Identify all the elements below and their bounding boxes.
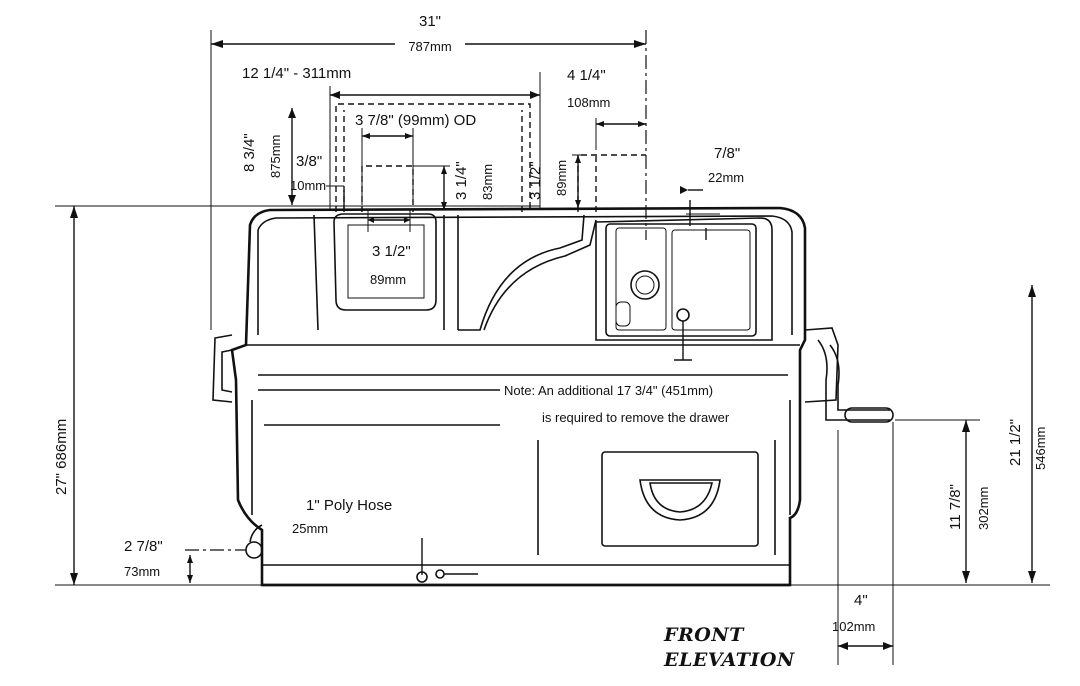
height-875-in: 8 3/4" [241,133,258,172]
dimension-lines [55,30,1050,665]
dimension-labels: 31" 787mm 12 1/4" - 311mm 3 7/8" (99mm) … [53,13,1048,634]
title-line-2: ELEVATION [663,649,795,671]
note-line-1: Note: An additional 17 3/4" (451mm) [504,383,713,398]
dim-3-8-mm: 10mm [290,178,326,193]
vent-in: 7/8" [714,145,740,162]
hose-height-in: 2 7/8" [124,538,163,555]
crank-depth-in: 4" [854,592,868,609]
height-875-mm: 875mm [268,135,283,178]
dim-3-1-4-mm: 83mm [480,164,495,200]
opening-mm: 89mm [370,272,406,287]
crank-low-in: 11 7/8" [947,484,964,530]
dim-3-1-4-in: 3 1/4" [453,161,470,200]
crank-depth-mm: 102mm [832,619,875,634]
drawing-title: FRONT ELEVATION [663,624,795,671]
poly-hose [245,524,478,583]
overall-width-in: 31" [419,13,441,30]
crank-handle [817,339,894,423]
overall-height-label: 27" 686mm [53,419,70,495]
overall-width-mm: 787mm [408,39,451,54]
crank-height-in: 21 1/2" [1007,419,1024,466]
drawer-note: Note: An additional 17 3/4" (451mm) is r… [504,383,730,425]
hose-height-mm: 73mm [124,564,160,579]
unit-outline [212,206,839,587]
inlet-offset-label: 12 1/4" - 311mm [242,65,351,82]
crank-low-mm: 302mm [976,487,991,530]
right-offset-in: 4 1/4" [567,67,606,84]
dim-3-1-2-top-in: 3 1/2" [527,161,544,200]
vent-mm: 22mm [708,170,744,185]
vent-panel [595,217,773,361]
crank-height-mm: 546mm [1033,427,1048,470]
hose-mm: 25mm [292,521,328,536]
dim-3-8-in: 3/8" [296,153,322,170]
title-line-1: FRONT [663,624,745,646]
dim-3-1-2-top-mm: 89mm [554,160,569,196]
opening-in: 3 1/2" [372,243,411,260]
note-line-2: is required to remove the drawer [542,410,730,425]
inlet-od-label: 3 7/8" (99mm) OD [355,112,476,129]
inlet-well [313,213,597,331]
hose-in: 1" Poly Hose [306,497,392,514]
right-offset-mm: 108mm [567,95,610,110]
